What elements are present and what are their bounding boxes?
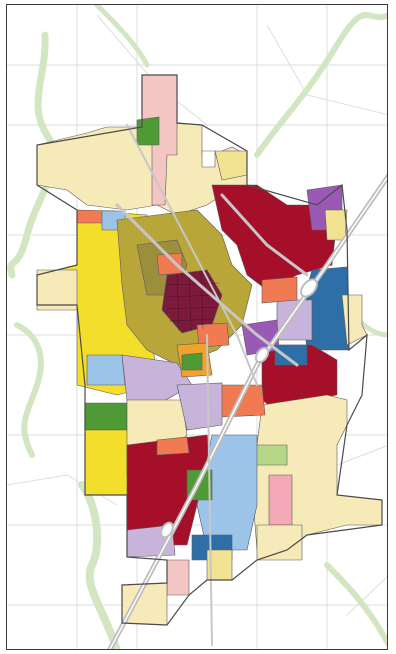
zoning-map[interactable] <box>6 4 388 650</box>
interchanges <box>160 278 318 539</box>
zoning-districts <box>36 74 383 626</box>
downtown-grid <box>164 270 220 332</box>
map-canvas[interactable] <box>7 5 388 650</box>
city-boundary <box>36 74 383 626</box>
